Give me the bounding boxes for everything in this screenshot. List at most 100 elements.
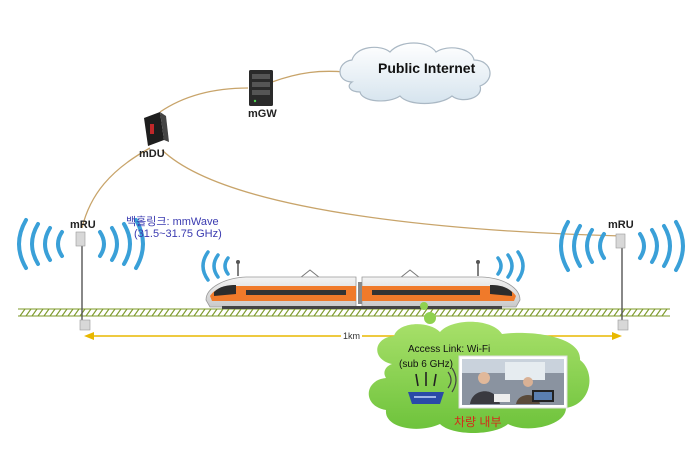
track-hatch-mark <box>121 308 128 317</box>
track-hatch-mark <box>49 308 56 317</box>
track-hatch-mark <box>283 308 290 317</box>
track-hatch-mark <box>181 308 188 317</box>
track-hatch-mark <box>169 308 176 317</box>
track-hatch-mark <box>103 308 110 317</box>
track-hatch-mark <box>85 308 92 317</box>
mdu-label: mDU <box>139 148 165 160</box>
track-hatch-mark <box>481 308 488 317</box>
track-hatch-mark <box>319 308 326 317</box>
mru-right-label: mRU <box>608 219 634 231</box>
track-hatch-mark <box>229 308 236 317</box>
track-hatch-mark <box>133 308 140 317</box>
track-hatch-mark <box>601 308 608 317</box>
track-hatch-mark <box>187 308 194 317</box>
track-hatch-mark <box>559 308 566 317</box>
track-hatch-mark <box>61 308 68 317</box>
track-hatch-mark <box>409 308 416 317</box>
track-hatch-mark <box>355 308 362 317</box>
server-icon <box>249 70 273 106</box>
link-mdu-mgw <box>159 87 249 113</box>
track-hatch-mark <box>547 308 554 317</box>
mgw-label: mGW <box>248 108 277 120</box>
link-mdu-mru-left <box>81 147 151 229</box>
track-hatch-mark <box>535 308 542 317</box>
backhaul-title: 백홀링크: mmWave <box>126 216 219 228</box>
track-hatch-mark <box>439 308 446 317</box>
track-hatch-mark <box>175 308 182 317</box>
track-hatch-mark <box>37 308 44 317</box>
link-mgw-internet <box>271 70 346 83</box>
track-hatch-mark <box>97 308 104 317</box>
distance-label: 1km <box>341 331 363 341</box>
track-hatch-mark <box>661 308 668 317</box>
track-hatch-mark <box>43 308 50 317</box>
track-hatch-mark <box>307 308 314 317</box>
track-hatch-mark <box>529 308 536 317</box>
track-hatch-mark <box>613 308 620 317</box>
track-hatch-mark <box>193 308 200 317</box>
track-hatch-mark <box>25 308 32 317</box>
track-hatch-mark <box>415 308 422 317</box>
track-hatch-mark <box>631 308 638 317</box>
vehicle-inside-label: 차량 내부 <box>454 415 502 429</box>
backhaul-links <box>81 70 623 237</box>
track-hatch-mark <box>331 308 338 317</box>
access-link-title: Access Link: Wi-Fi <box>408 344 491 355</box>
track-hatch-mark <box>463 308 470 317</box>
track-hatch-mark <box>247 308 254 317</box>
track-hatch-mark <box>505 308 512 317</box>
track-hatch-mark <box>145 308 152 317</box>
track-hatch-mark <box>151 308 158 317</box>
track-hatch-mark <box>31 308 38 317</box>
train-icon <box>205 260 521 309</box>
track-hatch-mark <box>157 308 164 317</box>
track-hatch-mark <box>241 308 248 317</box>
track-hatch-mark <box>217 308 224 317</box>
mdu-device-icon <box>144 112 169 146</box>
track-hatch-mark <box>373 308 380 317</box>
access-link-band: (sub 6 GHz) <box>399 359 453 370</box>
track-hatch-mark <box>271 308 278 317</box>
cloud-icon <box>339 42 491 105</box>
link-mdu-mru-right <box>161 149 623 237</box>
antenna-icon <box>615 233 629 331</box>
track-hatch-mark <box>277 308 284 317</box>
track-hatch-mark <box>127 308 134 317</box>
track-hatch-mark <box>115 308 122 317</box>
track-hatch-mark <box>475 308 482 317</box>
track-hatch-mark <box>67 308 74 317</box>
track-hatch-mark <box>19 308 26 317</box>
track-hatch-mark <box>361 308 368 317</box>
track-hatch-mark <box>451 308 458 317</box>
backhaul-band: (31.5~31.75 GHz) <box>134 228 222 240</box>
track-hatch-mark <box>541 308 548 317</box>
track-hatch-mark <box>583 308 590 317</box>
track-hatch-mark <box>457 308 464 317</box>
track-hatch-mark <box>235 308 242 317</box>
track-hatch-mark <box>91 308 98 317</box>
track-hatch-mark <box>259 308 266 317</box>
signal-wave-icon <box>17 218 685 282</box>
track-hatch-mark <box>607 308 614 317</box>
track-hatch-mark <box>109 308 116 317</box>
track-hatch-mark <box>379 308 386 317</box>
track-hatch-mark <box>367 308 374 317</box>
antenna-icon <box>75 231 91 331</box>
track-hatch-mark <box>553 308 560 317</box>
track-hatch-mark <box>337 308 344 317</box>
track-hatch-mark <box>55 308 62 317</box>
track-hatch-mark <box>571 308 578 317</box>
track-hatch-mark <box>265 308 272 317</box>
track-hatch-mark <box>397 308 404 317</box>
track-hatch-mark <box>421 308 428 317</box>
track-hatch-mark <box>295 308 302 317</box>
track <box>18 308 670 317</box>
track-hatch-mark <box>223 308 230 317</box>
track-hatch-mark <box>385 308 392 317</box>
track-hatch-mark <box>289 308 296 317</box>
track-hatch-mark <box>499 308 506 317</box>
track-hatch-mark <box>253 308 260 317</box>
track-hatch-mark <box>589 308 596 317</box>
passenger-photo-icon <box>458 355 568 409</box>
